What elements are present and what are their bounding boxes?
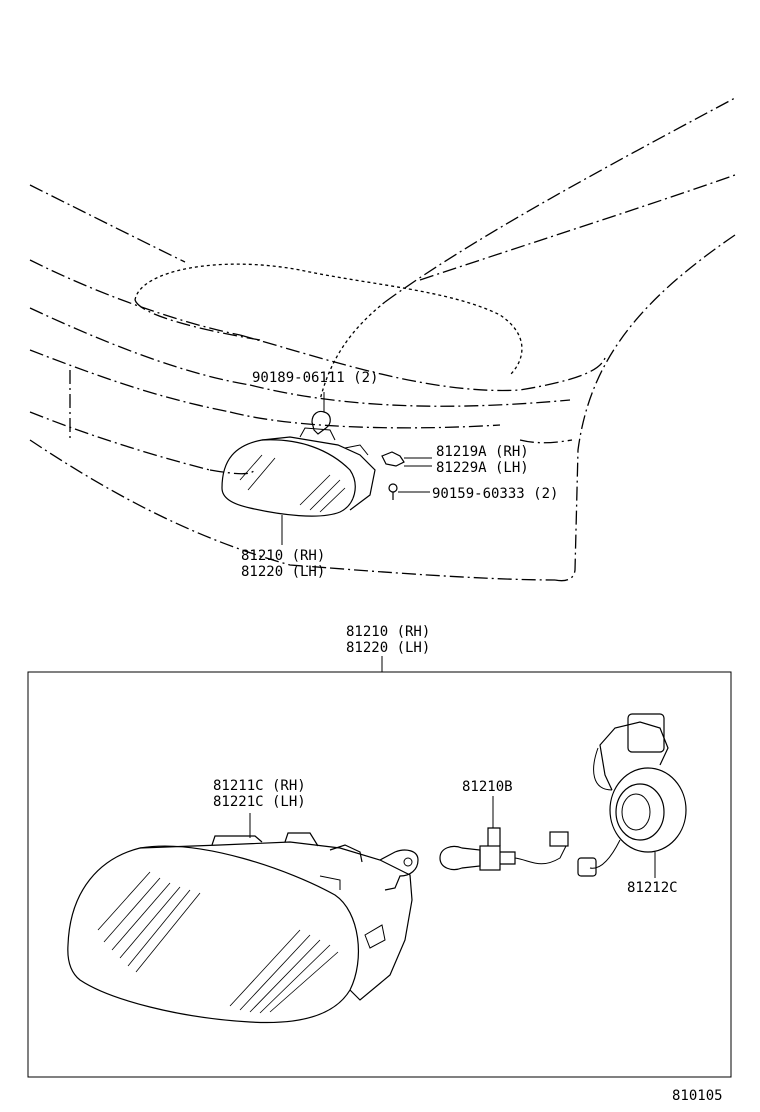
drawing-number: 810105 <box>672 1088 723 1104</box>
bracket-rh-label: 81219A (RH) <box>436 444 529 460</box>
assy-rh-label: 81210 (RH) <box>346 624 430 640</box>
clip-part-icon <box>311 392 331 435</box>
unit-rh-label: 81211C (RH) <box>213 778 306 794</box>
socket-part-icon <box>577 713 687 878</box>
unit-lh-label: 81221C (LH) <box>213 794 306 810</box>
lamp-rh-label: 81210 (RH) <box>241 548 325 564</box>
bracket-lh-label: 81229A (LH) <box>436 460 529 476</box>
bulb-part-icon <box>439 796 569 871</box>
fog-lamp-overview <box>221 427 376 517</box>
bracket-part-icon <box>381 451 432 467</box>
bulb-label: 81210B <box>462 779 513 795</box>
screw-part-icon <box>388 483 430 500</box>
lamp-lh-label: 81220 (LH) <box>241 564 325 580</box>
screw-part-label: 90159-60333 (2) <box>432 486 558 502</box>
assy-lh-label: 81220 (LH) <box>346 640 430 656</box>
vehicle-outline <box>29 97 736 582</box>
fog-lamp-unit-detail <box>67 813 419 1024</box>
detail-frame <box>27 671 732 1078</box>
socket-label: 81212C <box>627 880 678 896</box>
clip-part-label: 90189-06111 (2) <box>252 370 378 386</box>
